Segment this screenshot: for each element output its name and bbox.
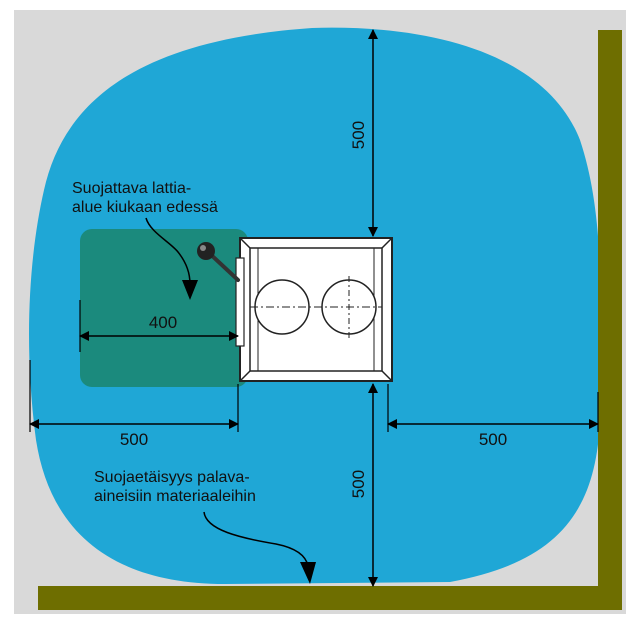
sauna-stove-icon: [235, 237, 393, 382]
dimension-left-value: 500: [120, 430, 148, 449]
curved-pointer-arrow-icon: [203, 511, 309, 567]
dimension-top-value: 500: [349, 121, 368, 149]
curved-pointer-arrow-icon: [145, 217, 191, 285]
safety-distance-label-line1: Suojaetäisyys palava-: [94, 469, 250, 486]
safety-distance-label-line2: aineisiin materiaaleihin: [94, 488, 256, 505]
dimension-top: 500: [349, 29, 378, 237]
protected-floor-label: Suojattava lattia- alue kiukaan edessä: [72, 180, 218, 300]
back-wall: [38, 586, 622, 610]
dimension-bottom-value: 500: [349, 470, 368, 498]
dimension-front-area-value: 400: [149, 313, 177, 332]
dimension-left: 500: [29, 360, 239, 449]
stove-door-handle-icon: [197, 242, 240, 282]
safety-distance-label: Suojaetäisyys palava- aineisiin materiaa…: [94, 469, 316, 584]
side-wall: [598, 30, 622, 610]
protected-floor-label-line2: alue kiukaan edessä: [72, 199, 218, 216]
dimension-bottom: 500: [349, 383, 378, 587]
dimension-front-area: 400: [79, 300, 239, 352]
dimension-right: 500: [387, 384, 599, 449]
protected-floor-label-line1: Suojattava lattia-: [72, 180, 191, 197]
dimension-right-value: 500: [479, 430, 507, 449]
protected-floor-area: [80, 229, 248, 387]
